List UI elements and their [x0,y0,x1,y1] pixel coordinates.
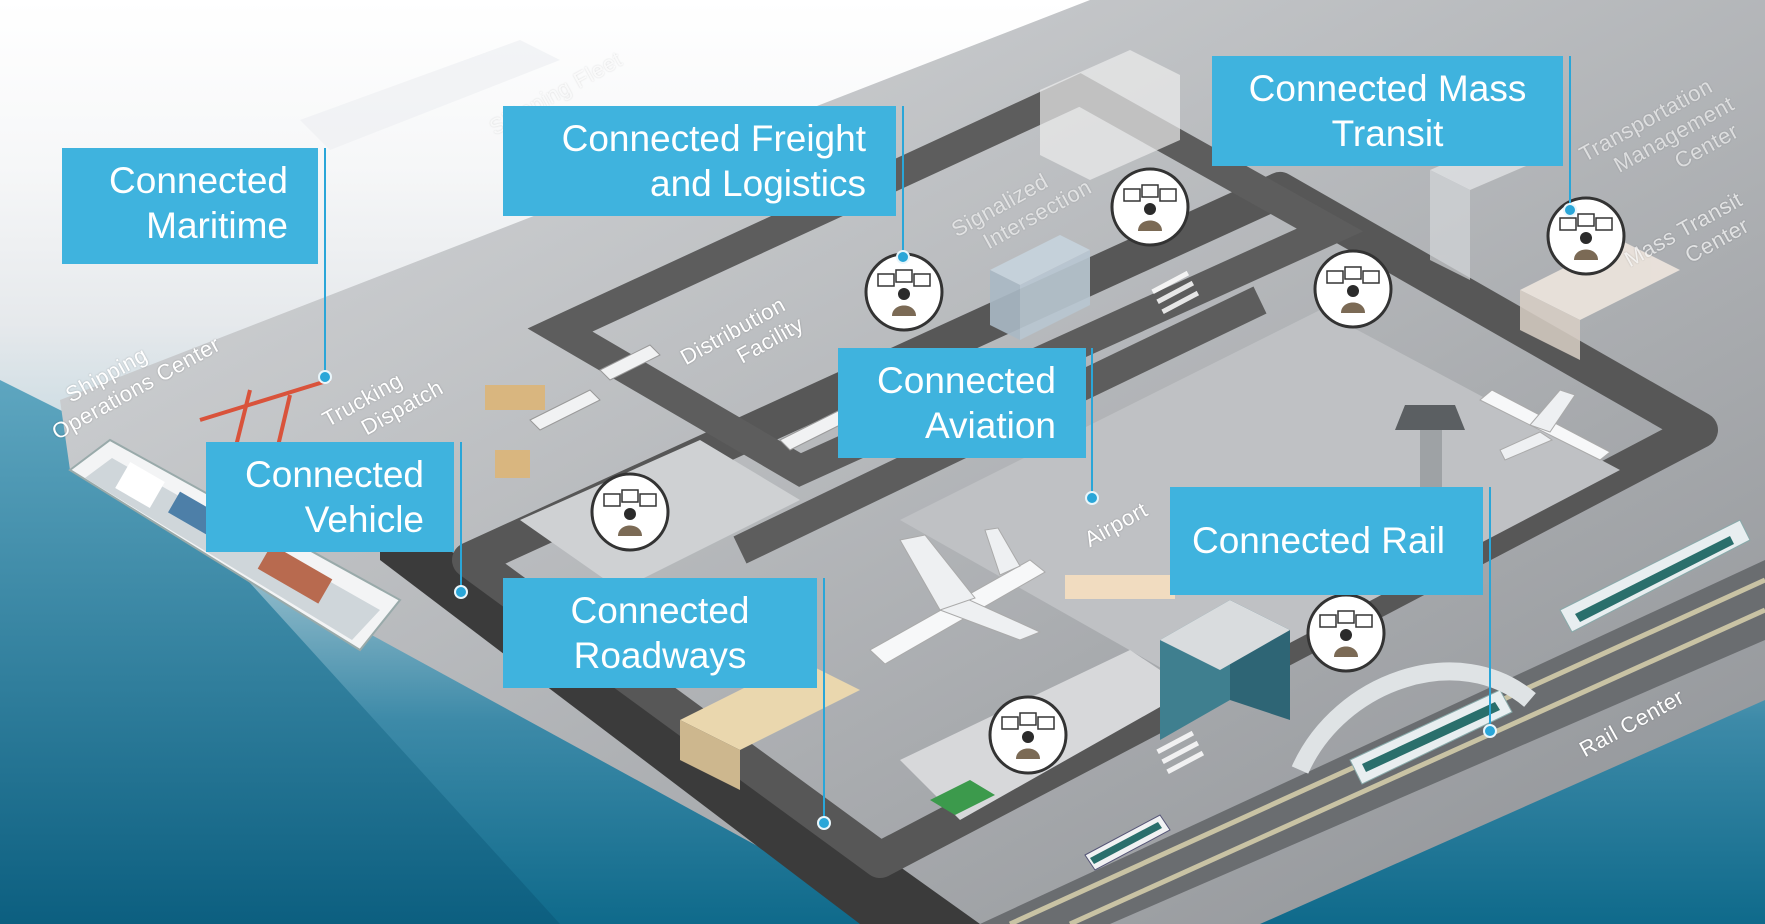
airplane-icon [869,527,1046,665]
anchor-dot-roadways [817,816,831,830]
callout-connected-rail: Connected Rail [1170,487,1483,595]
leader-line-freight [902,106,904,256]
shipping-fleet-icon [300,40,560,150]
inner-road [527,73,1364,487]
operator-monitor-icon [864,252,944,332]
green-lot-icon [930,780,995,815]
leader-line-maritime [324,148,326,376]
callout-connected-mass-transit: Connected Mass Transit [1212,56,1563,166]
rail-station-canopy [1291,662,1536,774]
faded-office-icon [1040,50,1180,180]
operator-monitor-icon [590,472,670,552]
leader-line-mass-transit [1569,56,1571,210]
package-stack-icon [485,385,545,478]
rail-corridor [980,560,1765,924]
building-cluster-icon [990,235,1090,340]
jet-bridge [1065,575,1175,599]
leader-line-vehicle [460,442,462,592]
callout-connected-roadways: Connected Roadways [503,578,817,688]
anchor-dot-freight [896,250,910,264]
leader-line-aviation [1091,348,1093,498]
office-tower-icon [1160,600,1290,740]
callout-connected-vehicle: Connected Vehicle [206,442,454,552]
operator-monitor-icon [988,695,1068,775]
truck-icon [529,389,601,431]
train-icon [1349,689,1513,785]
anchor-dot-rail [1483,724,1497,738]
operator-monitor-icon [1546,196,1626,276]
operator-monitor-icon [1306,593,1386,673]
truck-icon [599,344,661,381]
anchor-dot-vehicle [454,585,468,599]
bus-icon [1084,814,1171,871]
train-icon [1559,519,1751,633]
transit-center-building-icon [1520,240,1680,360]
operator-monitor-icon [1313,249,1393,329]
water-area [0,380,560,924]
callout-connected-freight-and-logistics: Connected Freight and Logistics [503,106,896,216]
callout-connected-aviation: Connected Aviation [838,348,1086,458]
anchor-dot-maritime [318,370,332,384]
anchor-dot-aviation [1085,491,1099,505]
crosswalk-icon [1151,270,1205,775]
operator-monitor-icon [1110,167,1190,247]
callout-connected-maritime: Connected Maritime [62,148,318,264]
leader-line-roadways [823,578,825,824]
airplane-icon [1479,389,1611,461]
anchor-dot-mass-transit [1563,203,1577,217]
leader-line-rail [1489,487,1491,730]
